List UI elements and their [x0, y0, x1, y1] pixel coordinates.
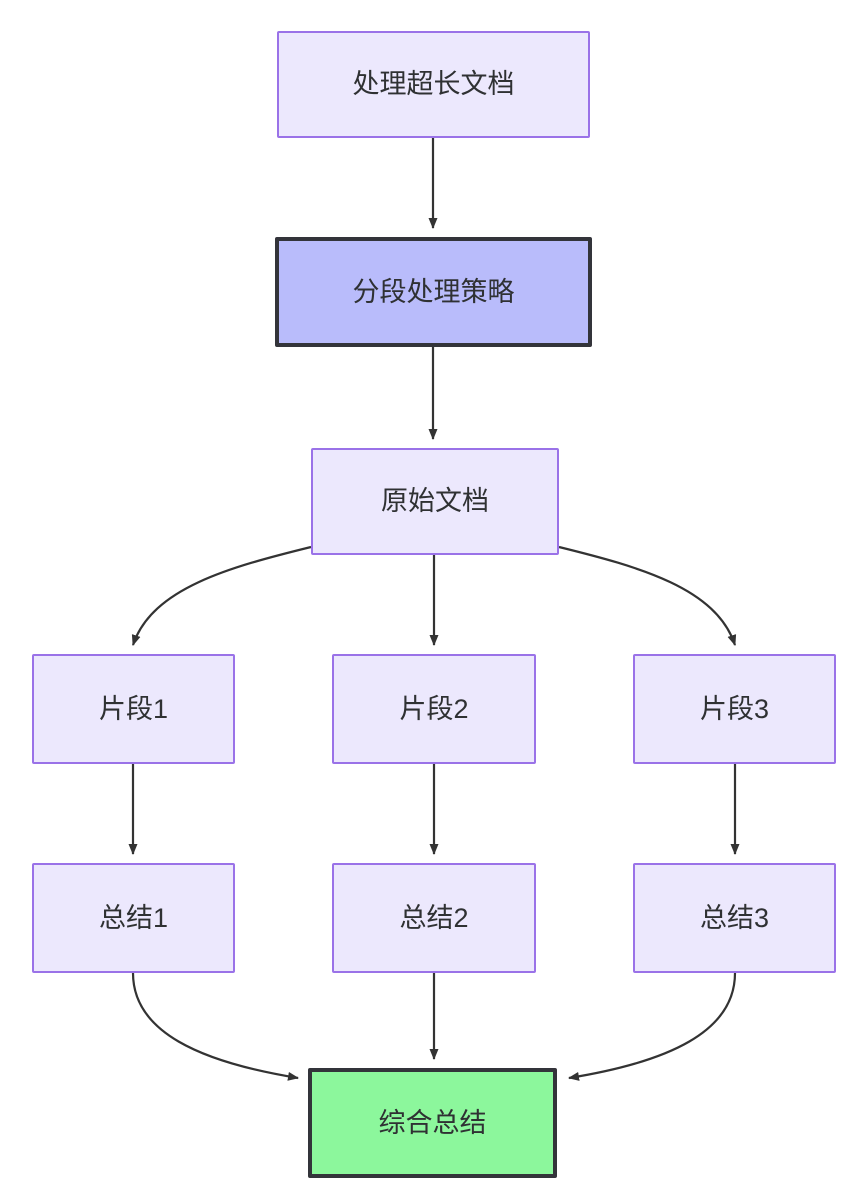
node-label: 总结1: [98, 902, 169, 933]
node-label: 片段2: [399, 693, 469, 724]
node-label: 分段处理策略: [352, 276, 515, 307]
node-label: 总结3: [699, 902, 770, 933]
edge-n3-n6: [558, 545, 737, 646]
node-label: 总结2: [399, 902, 469, 933]
node-summary-2[interactable]: 总结2: [332, 863, 536, 973]
node-fragment-1[interactable]: 片段1: [32, 654, 235, 764]
node-label: 处理超长文档: [352, 69, 515, 100]
node-original-document[interactable]: 原始文档: [311, 448, 559, 555]
edge-n7-n10: [131, 972, 299, 1081]
edge-n9-n10: [568, 972, 737, 1081]
node-summary-1[interactable]: 总结1: [32, 863, 235, 973]
node-label: 综合总结: [378, 1107, 487, 1138]
node-process-long-document[interactable]: 处理超长文档: [277, 31, 590, 138]
edge-n3-n4: [131, 545, 312, 646]
node-label: 片段3: [699, 693, 770, 724]
node-label: 片段1: [98, 693, 169, 724]
node-summary-3[interactable]: 总结3: [633, 863, 836, 973]
node-fragment-3[interactable]: 片段3: [633, 654, 836, 764]
node-chunking-strategy[interactable]: 分段处理策略: [275, 237, 592, 347]
node-fragment-2[interactable]: 片段2: [332, 654, 536, 764]
node-label: 原始文档: [381, 486, 489, 517]
node-final-summary[interactable]: 综合总结: [308, 1068, 557, 1178]
